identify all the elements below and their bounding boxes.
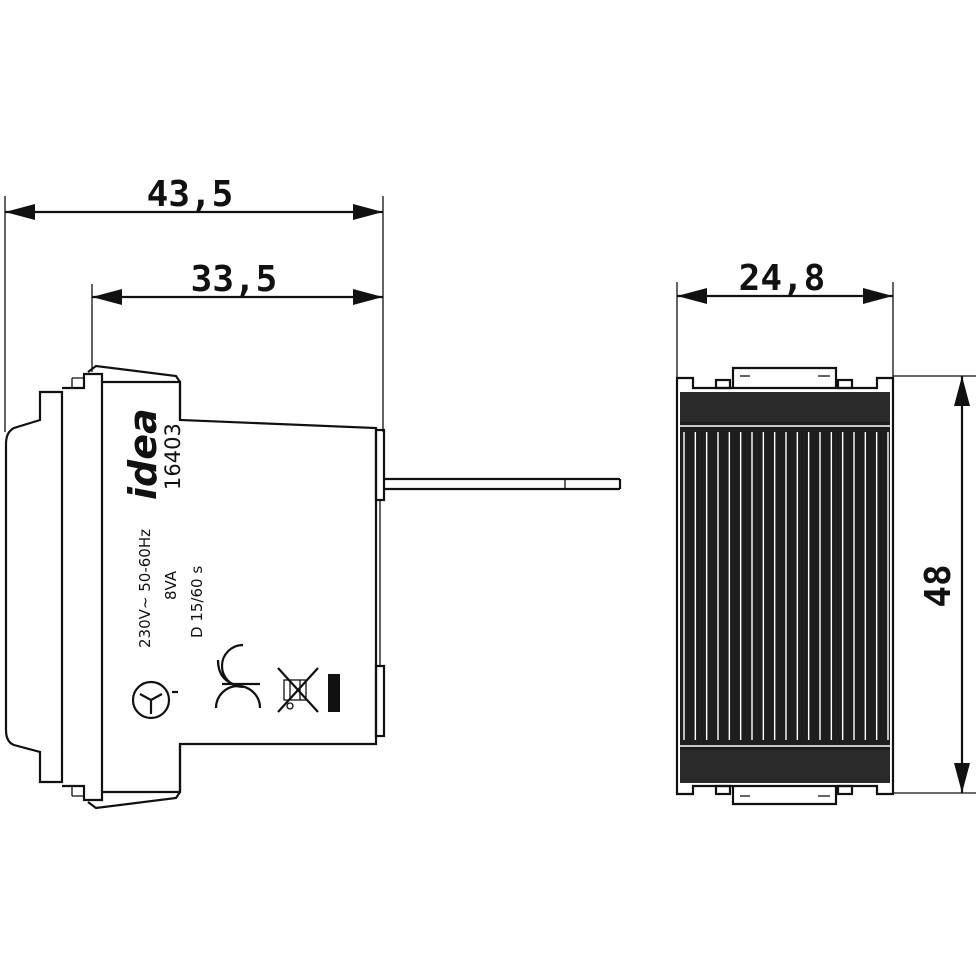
rear-terminal-top <box>374 428 386 502</box>
front-view <box>675 366 895 806</box>
product-code: 16403 <box>161 423 185 490</box>
front-top-band <box>680 392 890 422</box>
front-bottom-band <box>680 750 890 783</box>
dimension-front-width: 24,8 <box>676 258 894 378</box>
voltage-rating: 230V~ 50-60Hz <box>136 529 154 648</box>
timer-range: D 15/60 s <box>188 566 206 638</box>
front-cap <box>4 390 64 784</box>
dimension-overall-depth: 43,5 <box>4 174 384 432</box>
dimension-front-height: 48 <box>893 375 976 794</box>
front-cover <box>680 422 890 750</box>
front-ribs <box>683 432 889 740</box>
bottom-tab <box>731 786 838 806</box>
dimension-label-body-depth: 33,5 <box>191 259 278 300</box>
mounting-frame <box>62 372 104 802</box>
main-housing <box>102 380 378 794</box>
side-view: idea 16403 230V~ 50-60Hz 8VA D 15/60 s <box>4 364 622 810</box>
top-tab <box>731 366 838 388</box>
power-rating: 8VA <box>162 570 180 600</box>
dimension-label-overall-depth: 43,5 <box>147 174 234 215</box>
side-label: idea <box>121 408 165 500</box>
front-frame <box>675 376 895 796</box>
wire <box>384 477 622 491</box>
clock-icon <box>131 680 178 720</box>
ce-mark-icon <box>214 643 262 709</box>
brand-logo: idea <box>121 408 165 500</box>
rear-terminal-bottom <box>374 664 386 738</box>
dimension-label-front-width: 24,8 <box>739 258 826 299</box>
dimension-body-depth: 33,5 <box>91 259 383 372</box>
dimension-label-front-height: 48 <box>918 564 959 607</box>
crossed-bin-icon <box>277 667 340 713</box>
